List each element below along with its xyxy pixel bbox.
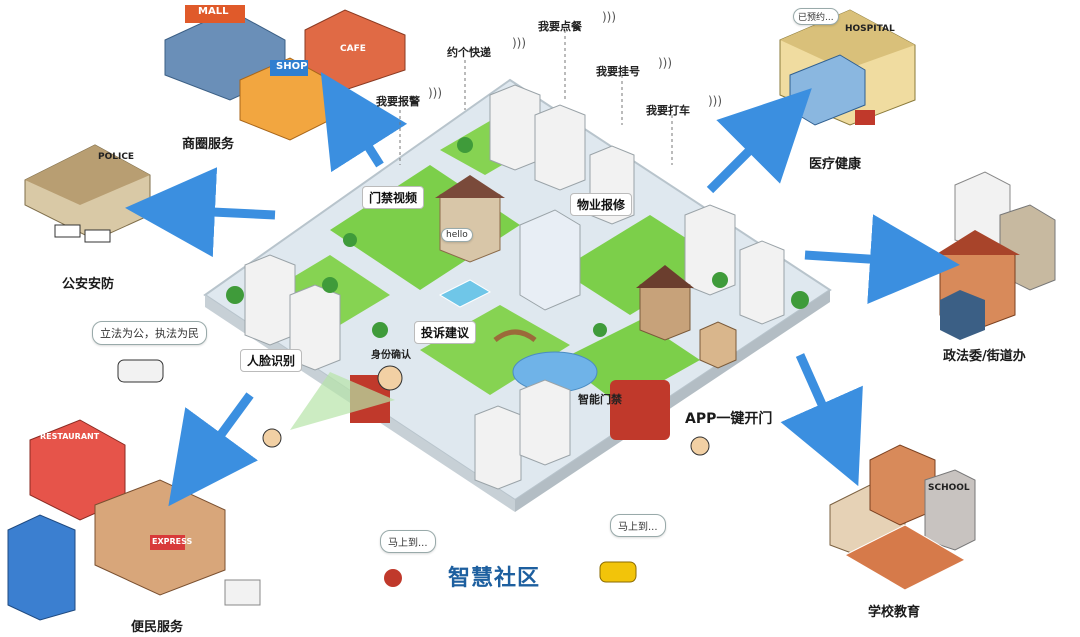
label-school-education: 学校教育 — [868, 605, 921, 620]
signal-icon: ))) — [512, 36, 527, 50]
label-business-district: 商圈服务 — [182, 137, 235, 152]
arrow-to-business-district — [320, 72, 408, 173]
signal-icon: ))) — [708, 94, 723, 108]
request-express: 约个快递 — [447, 46, 491, 59]
signal-icon: ))) — [658, 56, 673, 70]
label-healthcare: 医疗健康 — [809, 157, 862, 172]
sign-school: SCHOOL — [928, 483, 970, 493]
speech-police: 立法为公，执法为民 — [92, 321, 207, 345]
arrow-to-hospital — [706, 88, 812, 194]
request-register: 我要挂号 — [596, 65, 640, 78]
platform-houses — [435, 175, 737, 369]
business-district-cluster — [164, 5, 406, 141]
sign-restaurant: RESTAURANT — [40, 432, 100, 441]
callout-app-unlock: APP一键开门 — [685, 411, 773, 427]
callout-smart-gate: 智能门禁 — [578, 393, 622, 406]
arrow-to-police — [125, 167, 276, 258]
signal-icon: ))) — [602, 10, 617, 24]
signal-icon: ))) — [428, 86, 443, 100]
arrow-to-school — [780, 353, 863, 487]
request-lines — [399, 30, 673, 165]
label-public-security: 公安安防 — [62, 277, 115, 292]
diagram-title: 智慧社区 — [448, 566, 541, 591]
request-police: 我要报警 — [376, 95, 420, 108]
hospital-cluster — [779, 9, 916, 126]
sign-shop: SHOP — [276, 61, 308, 72]
arrow-to-government — [804, 214, 960, 305]
label-convenience-services: 便民服务 — [131, 620, 184, 635]
flow-arrows — [125, 72, 960, 507]
sign-hospital: HOSPITAL — [845, 24, 895, 34]
callout-identity-check: 身份确认 — [371, 350, 411, 361]
speech-hello: hello — [441, 228, 473, 242]
face-scan-beam — [290, 372, 395, 430]
callout-access-video: 门禁视频 — [362, 186, 425, 209]
request-order-food: 我要点餐 — [538, 20, 582, 33]
request-taxi: 我要打车 — [646, 104, 690, 117]
sign-mall: MALL — [198, 6, 229, 17]
speech-hospital: 已预约... — [793, 8, 839, 25]
arrow-to-convenience — [168, 392, 258, 507]
smart-gate — [610, 380, 670, 440]
callout-face-recognition: 人脸识别 — [240, 349, 303, 372]
callout-property-repair: 物业报修 — [570, 193, 633, 216]
sign-cafe: CAFE — [340, 44, 366, 54]
speech-delivery: 马上到... — [380, 530, 436, 553]
sign-police: POLICE — [98, 152, 135, 162]
callout-complaints: 投诉建议 — [414, 321, 477, 344]
government-office-cluster — [935, 171, 1056, 340]
speech-taxi: 马上到... — [610, 514, 666, 537]
convenience-services-cluster — [7, 419, 261, 621]
figures — [117, 359, 710, 587]
label-government-office: 政法委/街道办 — [943, 349, 1026, 364]
school-cluster — [829, 444, 976, 591]
sign-express: EXPRESS — [152, 537, 193, 546]
police-station-cluster — [24, 144, 151, 243]
